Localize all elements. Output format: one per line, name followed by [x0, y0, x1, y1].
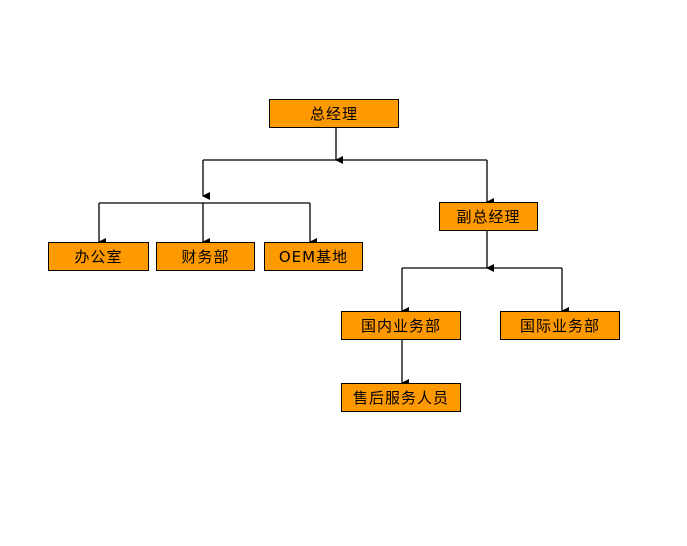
node-international-business: 国际业务部: [500, 311, 620, 340]
node-after-sales: 售后服务人员: [341, 383, 461, 412]
node-deputy-general-manager: 副总经理: [439, 202, 538, 231]
node-general-manager: 总经理: [269, 99, 399, 128]
node-finance: 财务部: [156, 242, 255, 271]
node-office: 办公室: [48, 242, 149, 271]
node-domestic-business: 国内业务部: [341, 311, 461, 340]
node-oem-base: OEM基地: [264, 242, 363, 271]
